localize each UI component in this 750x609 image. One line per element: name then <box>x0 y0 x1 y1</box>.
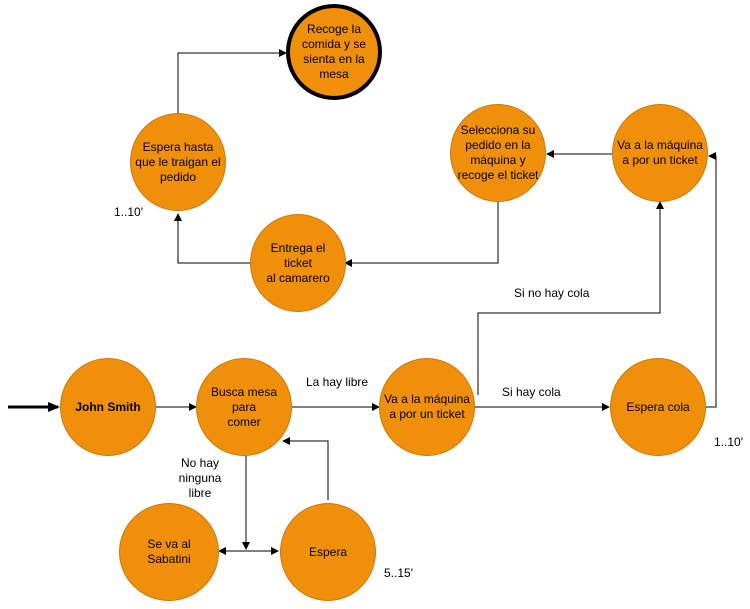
state-john-smith-label: John Smith <box>75 399 141 414</box>
edge-selecciona-entrega <box>344 202 499 267</box>
state-recoge-comida-label: Recoge la comida y se sienta en la mesa <box>301 22 367 81</box>
state-sabatini[interactable]: Se va al Sabatini <box>119 503 219 601</box>
label-no-libre: No hay ninguna libre <box>178 456 222 500</box>
edge-entrega-espera-pedido <box>174 213 252 264</box>
edge-maquina-maquinatop <box>477 201 664 395</box>
state-espera-cola-label: Espera cola <box>626 399 690 414</box>
state-espera-pedido-label: Espera hasta que le traigan el pedido <box>135 139 221 184</box>
edge-espera-busca <box>282 437 329 500</box>
state-maquina-mid-label: Va a la máquina a por un ticket <box>384 392 470 421</box>
label-hay-cola: Si hay cola <box>502 385 561 399</box>
state-espera[interactable]: Espera <box>280 503 376 601</box>
state-maquina-top-label: Va a la máquina a por un ticket <box>617 138 703 167</box>
state-selecciona-pedido[interactable]: Selecciona su pedido en la máquina y rec… <box>450 104 546 202</box>
state-recoge-comida[interactable]: Recoge la comida y se sienta en la mesa <box>286 4 382 100</box>
state-john-smith[interactable]: John Smith <box>60 358 156 456</box>
label-time-espera: 5..15' <box>384 566 413 580</box>
state-maquina-mid[interactable]: Va a la máquina a por un ticket <box>379 358 475 456</box>
state-maquina-top[interactable]: Va a la máquina a por un ticket <box>612 104 708 202</box>
label-time-pedido: 1..10' <box>114 205 143 219</box>
state-sabatini-label: Se va al Sabatini <box>147 537 191 566</box>
label-time-cola: 1..10' <box>714 435 743 449</box>
state-busca-mesa[interactable]: Busca mesa para comer <box>196 358 292 456</box>
edge-espera-pedido-recoge <box>177 49 287 115</box>
state-espera-label: Espera <box>308 544 348 559</box>
state-entrega-ticket[interactable]: Entrega el ticket al camarero <box>250 214 346 312</box>
state-entrega-ticket-label: Entrega el ticket al camarero <box>266 240 330 285</box>
state-busca-mesa-label: Busca mesa para comer <box>210 384 278 429</box>
state-espera-cola[interactable]: Espera cola <box>610 358 706 456</box>
state-selecciona-pedido-label: Selecciona su pedido en la máquina y rec… <box>457 123 539 182</box>
edge-esperacola-maquinatop <box>706 152 717 408</box>
label-no-cola: Si no hay cola <box>514 286 590 300</box>
state-espera-pedido[interactable]: Espera hasta que le traigan el pedido <box>130 113 226 211</box>
label-hay-libre: La hay libre <box>306 375 369 389</box>
